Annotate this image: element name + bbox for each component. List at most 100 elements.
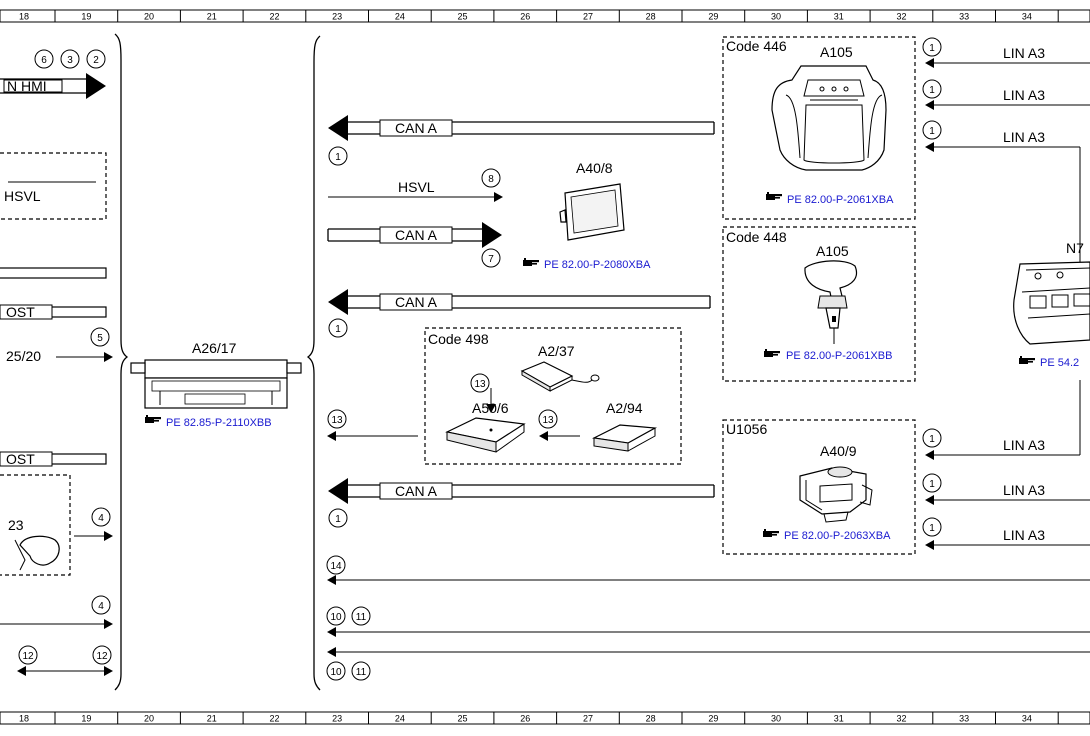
svg-text:1: 1 <box>929 85 935 96</box>
ruler-label: 20 <box>144 12 154 22</box>
lin-a3-6: LIN A3 <box>925 527 1090 550</box>
ruler-label: 33 <box>959 12 969 22</box>
lin-a3-1: LIN A3 <box>925 45 1090 68</box>
box-code-498: Code 498 A2/37 A50/6 A2/94 <box>424 327 682 465</box>
ruler-label: 26 <box>520 12 530 22</box>
signal-13 <box>327 431 418 441</box>
svg-text:2: 2 <box>93 55 99 66</box>
svg-text:1: 1 <box>929 43 935 54</box>
svg-text:LIN A3: LIN A3 <box>1003 129 1045 145</box>
svg-text:4: 4 <box>98 601 104 612</box>
svg-text:A105: A105 <box>820 44 853 60</box>
box-u1056: U1056 A40/9 PE 82.00-P-2063XBA <box>722 419 916 555</box>
circle-7: 7 <box>481 248 501 268</box>
svg-text:CAN A: CAN A <box>395 227 438 243</box>
ruler-label: 28 <box>646 714 656 724</box>
svg-text:OST: OST <box>6 451 35 467</box>
svg-text:10: 10 <box>330 612 342 623</box>
circle-11b: 11 <box>351 661 371 681</box>
circle-1-can-a-4: 1 <box>328 508 348 528</box>
ruler-label: 23 <box>332 714 342 724</box>
svg-text:LIN A3: LIN A3 <box>1003 45 1045 61</box>
bus-can-a-1: CAN A <box>328 115 715 141</box>
svg-text:3: 3 <box>67 55 73 66</box>
box-23: 23 <box>0 474 71 576</box>
circle-10a: 10 <box>326 606 346 626</box>
svg-text:PE 82.00-P-2061XBA: PE 82.00-P-2061XBA <box>787 194 894 206</box>
circle-3: 3 <box>60 49 80 69</box>
ruler-label: 25 <box>458 12 468 22</box>
circle-1-can-a-3: 1 <box>328 318 348 338</box>
svg-text:13: 13 <box>474 379 486 390</box>
ruler-label: 30 <box>771 12 781 22</box>
device-a40-8: A40/8 PE 82.00-P-2080XBA <box>523 160 651 271</box>
svg-text:A2/94: A2/94 <box>606 400 643 416</box>
svg-text:1: 1 <box>929 434 935 445</box>
bus-strip-ost-1: OST <box>0 304 107 320</box>
ruler-label: 28 <box>646 12 656 22</box>
brace-left <box>114 33 129 691</box>
svg-text:LIN A3: LIN A3 <box>1003 482 1045 498</box>
bus-strip-ost-2: OST <box>0 451 107 467</box>
signal-10-11-b <box>327 647 1090 657</box>
svg-text:1: 1 <box>335 152 341 163</box>
circle-13c: 13 <box>327 409 347 429</box>
ruler-label: 21 <box>207 12 217 22</box>
ruler-label: 34 <box>1022 12 1032 22</box>
circle-12b: 12 <box>92 645 112 665</box>
svg-text:14: 14 <box>330 561 342 572</box>
ruler-label: 32 <box>896 12 906 22</box>
ruler-label: 22 <box>269 714 279 724</box>
svg-text:1: 1 <box>335 514 341 525</box>
svg-text:12: 12 <box>96 651 108 662</box>
svg-text:PE 82.85-P-2110XBB: PE 82.85-P-2110XBB <box>166 417 272 429</box>
circle-4a: 4 <box>91 507 111 527</box>
signal-hsvl-mid: HSVL <box>328 179 503 202</box>
svg-text:7: 7 <box>488 254 494 265</box>
circle-5: 5 <box>90 327 110 347</box>
svg-text:Code 498: Code 498 <box>428 331 489 347</box>
ruler-label: 24 <box>395 714 405 724</box>
svg-text:5: 5 <box>97 333 103 344</box>
lin-a3-2: LIN A3 <box>925 87 1090 110</box>
ruler-label: 34 <box>1022 714 1032 724</box>
circle-1-lin-5: 1 <box>922 473 942 493</box>
arrow-4b <box>0 619 113 629</box>
circle-1-lin-2: 1 <box>922 79 942 99</box>
ruler-label: 31 <box>834 714 844 724</box>
signal-10-11-a <box>327 627 1090 637</box>
ruler-label: 29 <box>708 12 718 22</box>
bus-can-a-2: CAN A <box>327 222 502 248</box>
module-a26-17: A26/17 PE 82.85-P-2110XBB <box>130 340 302 429</box>
ruler-label: 27 <box>583 12 593 22</box>
svg-text:8: 8 <box>488 174 494 185</box>
ruler-label: 32 <box>896 714 906 724</box>
ruler-label: 29 <box>708 714 718 724</box>
svg-text:LIN A3: LIN A3 <box>1003 437 1045 453</box>
svg-text:6: 6 <box>41 55 47 66</box>
svg-text:1: 1 <box>929 479 935 490</box>
ruler-label: 19 <box>81 12 91 22</box>
svg-text:25/20: 25/20 <box>6 348 41 364</box>
circle-8: 8 <box>481 168 501 188</box>
svg-text:A40/9: A40/9 <box>820 443 857 459</box>
svg-text:Code 446: Code 446 <box>726 38 787 54</box>
svg-text:PE 54.2: PE 54.2 <box>1040 357 1079 369</box>
ruler-label: 22 <box>269 12 279 22</box>
ruler-label: 18 <box>19 714 29 724</box>
ruler-label: 20 <box>144 714 154 724</box>
ruler-label: 19 <box>81 714 91 724</box>
signal-25-20: 25/20 <box>6 348 113 364</box>
svg-text:12: 12 <box>22 651 34 662</box>
ruler-label: 31 <box>834 12 844 22</box>
circle-4b: 4 <box>91 595 111 615</box>
svg-text:13: 13 <box>331 415 343 426</box>
ruler-label: 18 <box>19 12 29 22</box>
circle-13a: 13 <box>470 373 490 393</box>
device-n7: N7 PE 54.2 <box>1013 240 1090 369</box>
svg-text:23: 23 <box>8 517 24 533</box>
svg-text:PE 82.00-P-2061XBB: PE 82.00-P-2061XBB <box>786 350 892 362</box>
